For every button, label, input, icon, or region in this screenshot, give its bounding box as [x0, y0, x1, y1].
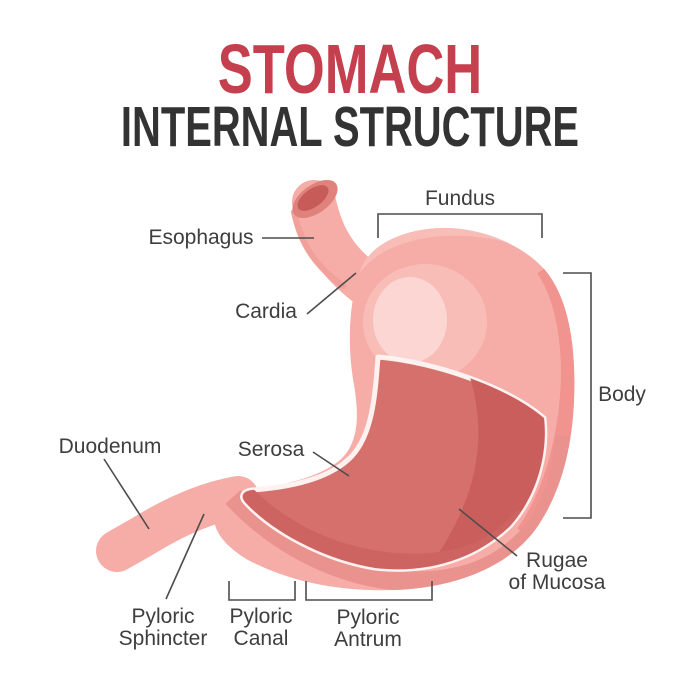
esophagus-opening-inner	[297, 185, 329, 211]
body-pale-highlight	[373, 277, 447, 363]
label-pyloric-sphincter-line1: Pyloric	[131, 605, 195, 628]
pyloric-sphincter-pointer-line	[165, 513, 205, 600]
mucosa-right-shade	[415, 357, 545, 570]
label-rugae-line2: of Mucosa	[508, 571, 606, 594]
label-cardia: Cardia	[235, 300, 297, 323]
label-rugae-line1: Rugae	[526, 549, 588, 572]
esophagus-edge-shade	[291, 209, 346, 289]
rugae-pointer-line	[458, 508, 518, 557]
label-pyloric-canal-line1: Pyloric	[229, 605, 293, 628]
label-pyloric-antrum-line1: Pyloric	[336, 606, 400, 629]
label-pyloric-sphincter: Pyloric Sphincter	[119, 606, 208, 650]
page-title: STOMACH	[217, 30, 483, 108]
cut-rim-band	[225, 434, 575, 591]
label-body: Body	[598, 383, 646, 406]
label-duodenum: Duodenum	[58, 435, 162, 458]
sphincter-notch	[210, 544, 224, 558]
label-pyloric-antrum: Pyloric Antrum	[334, 607, 402, 651]
duodenum-pointer-line	[103, 458, 150, 530]
fundus-bracket	[377, 213, 543, 238]
label-fundus: Fundus	[424, 187, 496, 210]
label-esophagus: Esophagus	[148, 226, 254, 249]
pyloric-canal-bracket	[228, 581, 296, 601]
label-pyloric-sphincter-line2: Sphincter	[118, 627, 208, 650]
label-serosa: Serosa	[237, 438, 305, 461]
page-subtitle: INTERNAL STRUCTURE	[120, 95, 580, 159]
pyloric-sphincter-bulge	[186, 496, 218, 528]
pyloric-antrum-bracket	[305, 581, 433, 601]
label-pyloric-antrum-line2: Antrum	[334, 628, 402, 651]
cardia-pointer-line	[306, 272, 357, 315]
serosa-pointer-line	[312, 451, 350, 477]
label-pyloric-canal-line2: Canal	[233, 627, 289, 650]
label-rugae-of-mucosa: Rugae of Mucosa	[509, 550, 606, 594]
body-bracket	[563, 272, 592, 519]
label-pyloric-canal: Pyloric Canal	[229, 606, 292, 650]
